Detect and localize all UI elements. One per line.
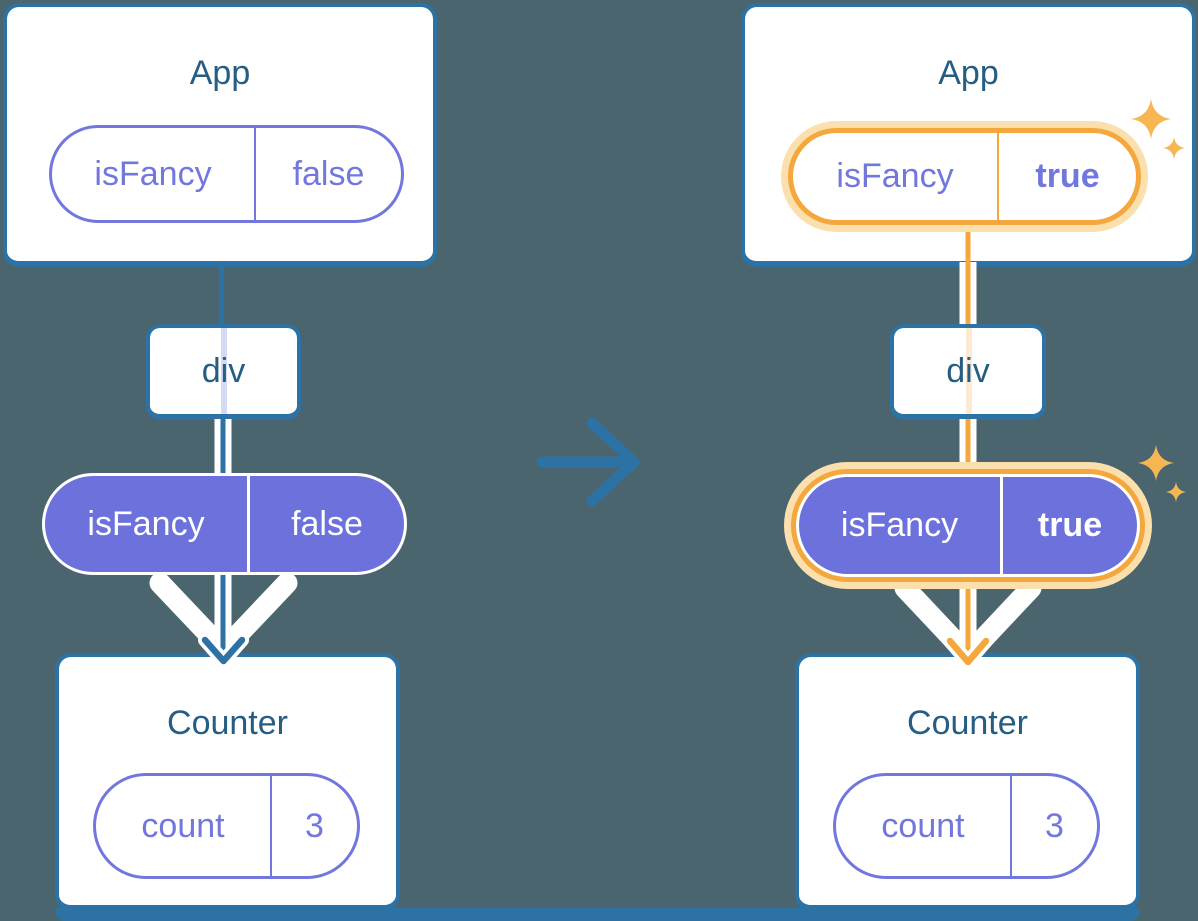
state-pill-updated: isFancy true bbox=[788, 128, 1141, 225]
state-value: 3 bbox=[1045, 806, 1064, 845]
state-key: count bbox=[836, 776, 1012, 876]
state-pill: count 3 bbox=[833, 773, 1100, 879]
tree-edge bbox=[219, 266, 224, 326]
prop-pipe-before bbox=[214, 419, 232, 477]
state-key: count bbox=[96, 776, 272, 876]
div-card-after: div bbox=[890, 324, 1046, 420]
counter-card-before: Counter count 3 bbox=[55, 653, 400, 911]
state-value: false bbox=[292, 154, 365, 193]
state-value: 3 bbox=[305, 806, 324, 845]
component-title: Counter bbox=[907, 704, 1028, 742]
prop-through-line bbox=[966, 328, 972, 414]
prop-key: isFancy bbox=[45, 476, 250, 572]
app-card-after: App isFancy true bbox=[741, 3, 1196, 267]
component-title: App bbox=[938, 54, 999, 92]
counter-card-after: Counter count 3 bbox=[795, 653, 1140, 911]
prop-key: isFancy bbox=[799, 477, 1003, 574]
state-pill: isFancy false bbox=[49, 125, 404, 223]
state-value: true bbox=[1035, 157, 1100, 195]
down-arrow-icon bbox=[894, 577, 1042, 669]
prop-pipe-after bbox=[959, 419, 977, 463]
app-card-before: App isFancy false bbox=[3, 3, 437, 267]
state-pill: count 3 bbox=[93, 773, 360, 879]
component-title: App bbox=[189, 54, 251, 92]
sparkle-icon bbox=[1138, 445, 1174, 481]
bottom-edge-bar bbox=[55, 908, 1140, 921]
prop-pill-before: isFancy false bbox=[42, 473, 407, 575]
state-key: isFancy bbox=[793, 133, 999, 220]
prop-value: true bbox=[1037, 506, 1103, 544]
div-label: div bbox=[946, 351, 990, 390]
transition-arrow-icon bbox=[536, 417, 640, 507]
div-card-before: div bbox=[146, 324, 301, 420]
div-label: div bbox=[201, 351, 246, 390]
down-arrow-icon bbox=[149, 572, 298, 668]
prop-pill-after: isFancy true bbox=[796, 474, 1140, 577]
component-title: Counter bbox=[167, 704, 288, 742]
state-key: isFancy bbox=[52, 128, 256, 220]
prop-through-line bbox=[221, 328, 227, 414]
sparkle-icon bbox=[1166, 482, 1186, 502]
sparkles-group-bottom bbox=[1138, 445, 1186, 502]
prop-value: false bbox=[291, 504, 363, 543]
